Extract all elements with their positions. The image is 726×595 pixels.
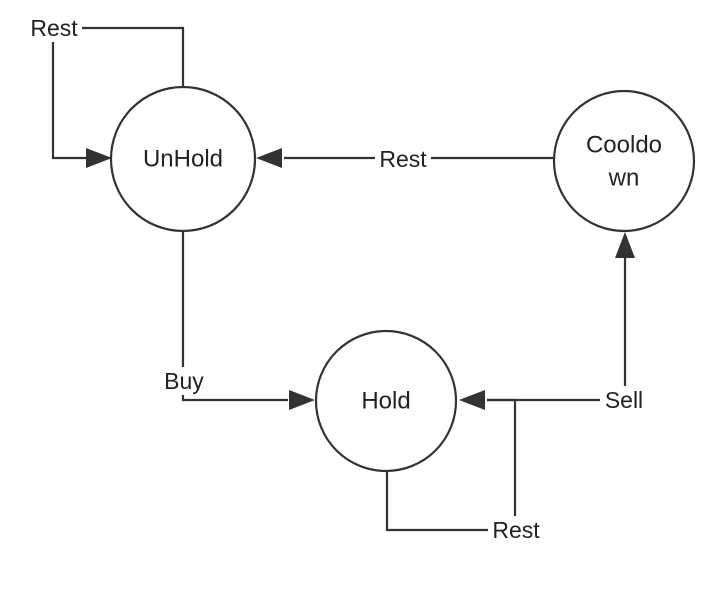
edge-unhold-to-hold [181,232,315,410]
edge-label-cooldown-to-unhold-text: Rest [379,146,427,172]
arrowhead-icon [289,390,315,410]
edge-label-hold-self-rest: Rest [488,516,544,544]
edge-hold-to-cooldown-line [487,258,627,402]
edge-label-unhold-self-rest: Rest [26,14,82,42]
node-cooldown: Cooldo wn [552,89,696,233]
arrowhead-icon [459,390,485,410]
edge-label-hold-to-cooldown-text: Sell [605,387,643,413]
node-unhold: UnHold [109,85,257,233]
edge-hold-to-cooldown [487,232,635,402]
edge-label-unhold-to-hold-text: Buy [164,368,204,394]
node-unhold-circle [109,85,257,233]
node-cooldown-circle [552,89,696,233]
arrowhead-icon [86,148,112,168]
arrowhead-icon [615,232,635,258]
node-hold-label: Hold [361,388,410,415]
node-unhold-label: UnHold [143,146,223,173]
edge-label-hold-to-cooldown: Sell [600,386,648,414]
node-hold-circle [314,329,458,473]
edge-label-cooldown-to-unhold: Rest [375,145,431,173]
node-cooldown-label-line1: Cooldo [586,132,662,159]
node-cooldown-label-line2: wn [608,165,640,192]
edge-unhold-to-hold-line [181,232,288,402]
arrowhead-icon [256,148,282,168]
edge-label-unhold-to-hold: Buy [159,367,209,395]
node-hold: Hold [314,329,458,473]
edge-label-hold-self-rest-text: Rest [492,517,540,543]
edge-label-unhold-self-rest-text: Rest [30,15,78,41]
